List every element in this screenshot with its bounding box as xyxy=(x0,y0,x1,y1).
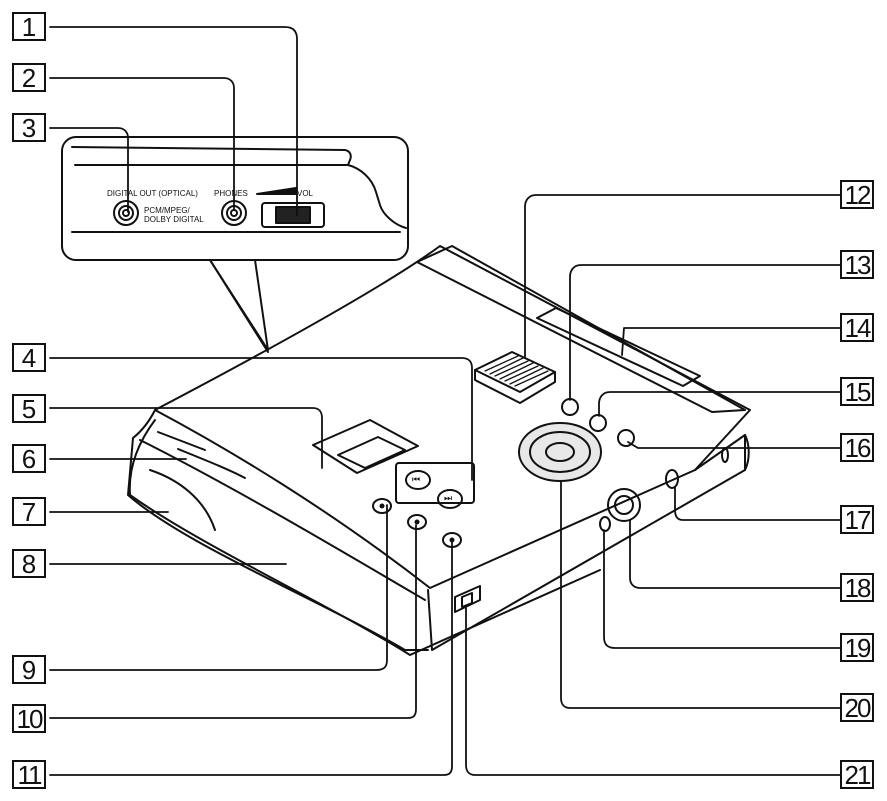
next-button-icon: ⏭ xyxy=(444,493,453,503)
inset-panel xyxy=(61,136,409,261)
prev-button-icon: ⏮ xyxy=(412,474,421,484)
side-joystick xyxy=(607,488,641,522)
dolby-label: DOLBY DIGITAL xyxy=(144,215,204,224)
callout-8: 8 xyxy=(12,549,46,578)
callout-7: 7 xyxy=(12,497,46,526)
callout-1: 1 xyxy=(12,12,46,41)
vol-label: VOL xyxy=(297,189,314,198)
display-window xyxy=(312,419,419,474)
callout-14: 14 xyxy=(840,313,874,342)
side-switch xyxy=(454,585,481,613)
callout-4: 4 xyxy=(12,343,46,372)
callout-13: 13 xyxy=(840,250,874,279)
callout-12: 12 xyxy=(840,180,874,209)
callout-2: 2 xyxy=(12,63,46,92)
callout-11: 11 xyxy=(12,760,46,789)
phones-label: PHONES xyxy=(214,189,248,198)
device-top xyxy=(154,245,751,589)
callout-15: 15 xyxy=(840,377,874,406)
pcm-label: PCM/MPEG/ xyxy=(144,206,190,215)
callout-18: 18 xyxy=(840,573,874,602)
callout-16: 16 xyxy=(840,433,874,462)
callout-21: 21 xyxy=(840,760,874,789)
callout-20: 20 xyxy=(840,693,874,722)
callout-5: 5 xyxy=(12,394,46,423)
callout-3: 3 xyxy=(12,113,46,142)
callout-9: 9 xyxy=(12,655,46,684)
callout-19: 19 xyxy=(840,633,874,662)
callout-10: 10 xyxy=(12,704,46,733)
callout-6: 6 xyxy=(12,444,46,473)
callout-17: 17 xyxy=(840,505,874,534)
vol-knob xyxy=(261,202,325,228)
digital-out-jack xyxy=(113,200,139,226)
digital-out-label: DIGITAL OUT (OPTICAL) xyxy=(107,189,198,198)
